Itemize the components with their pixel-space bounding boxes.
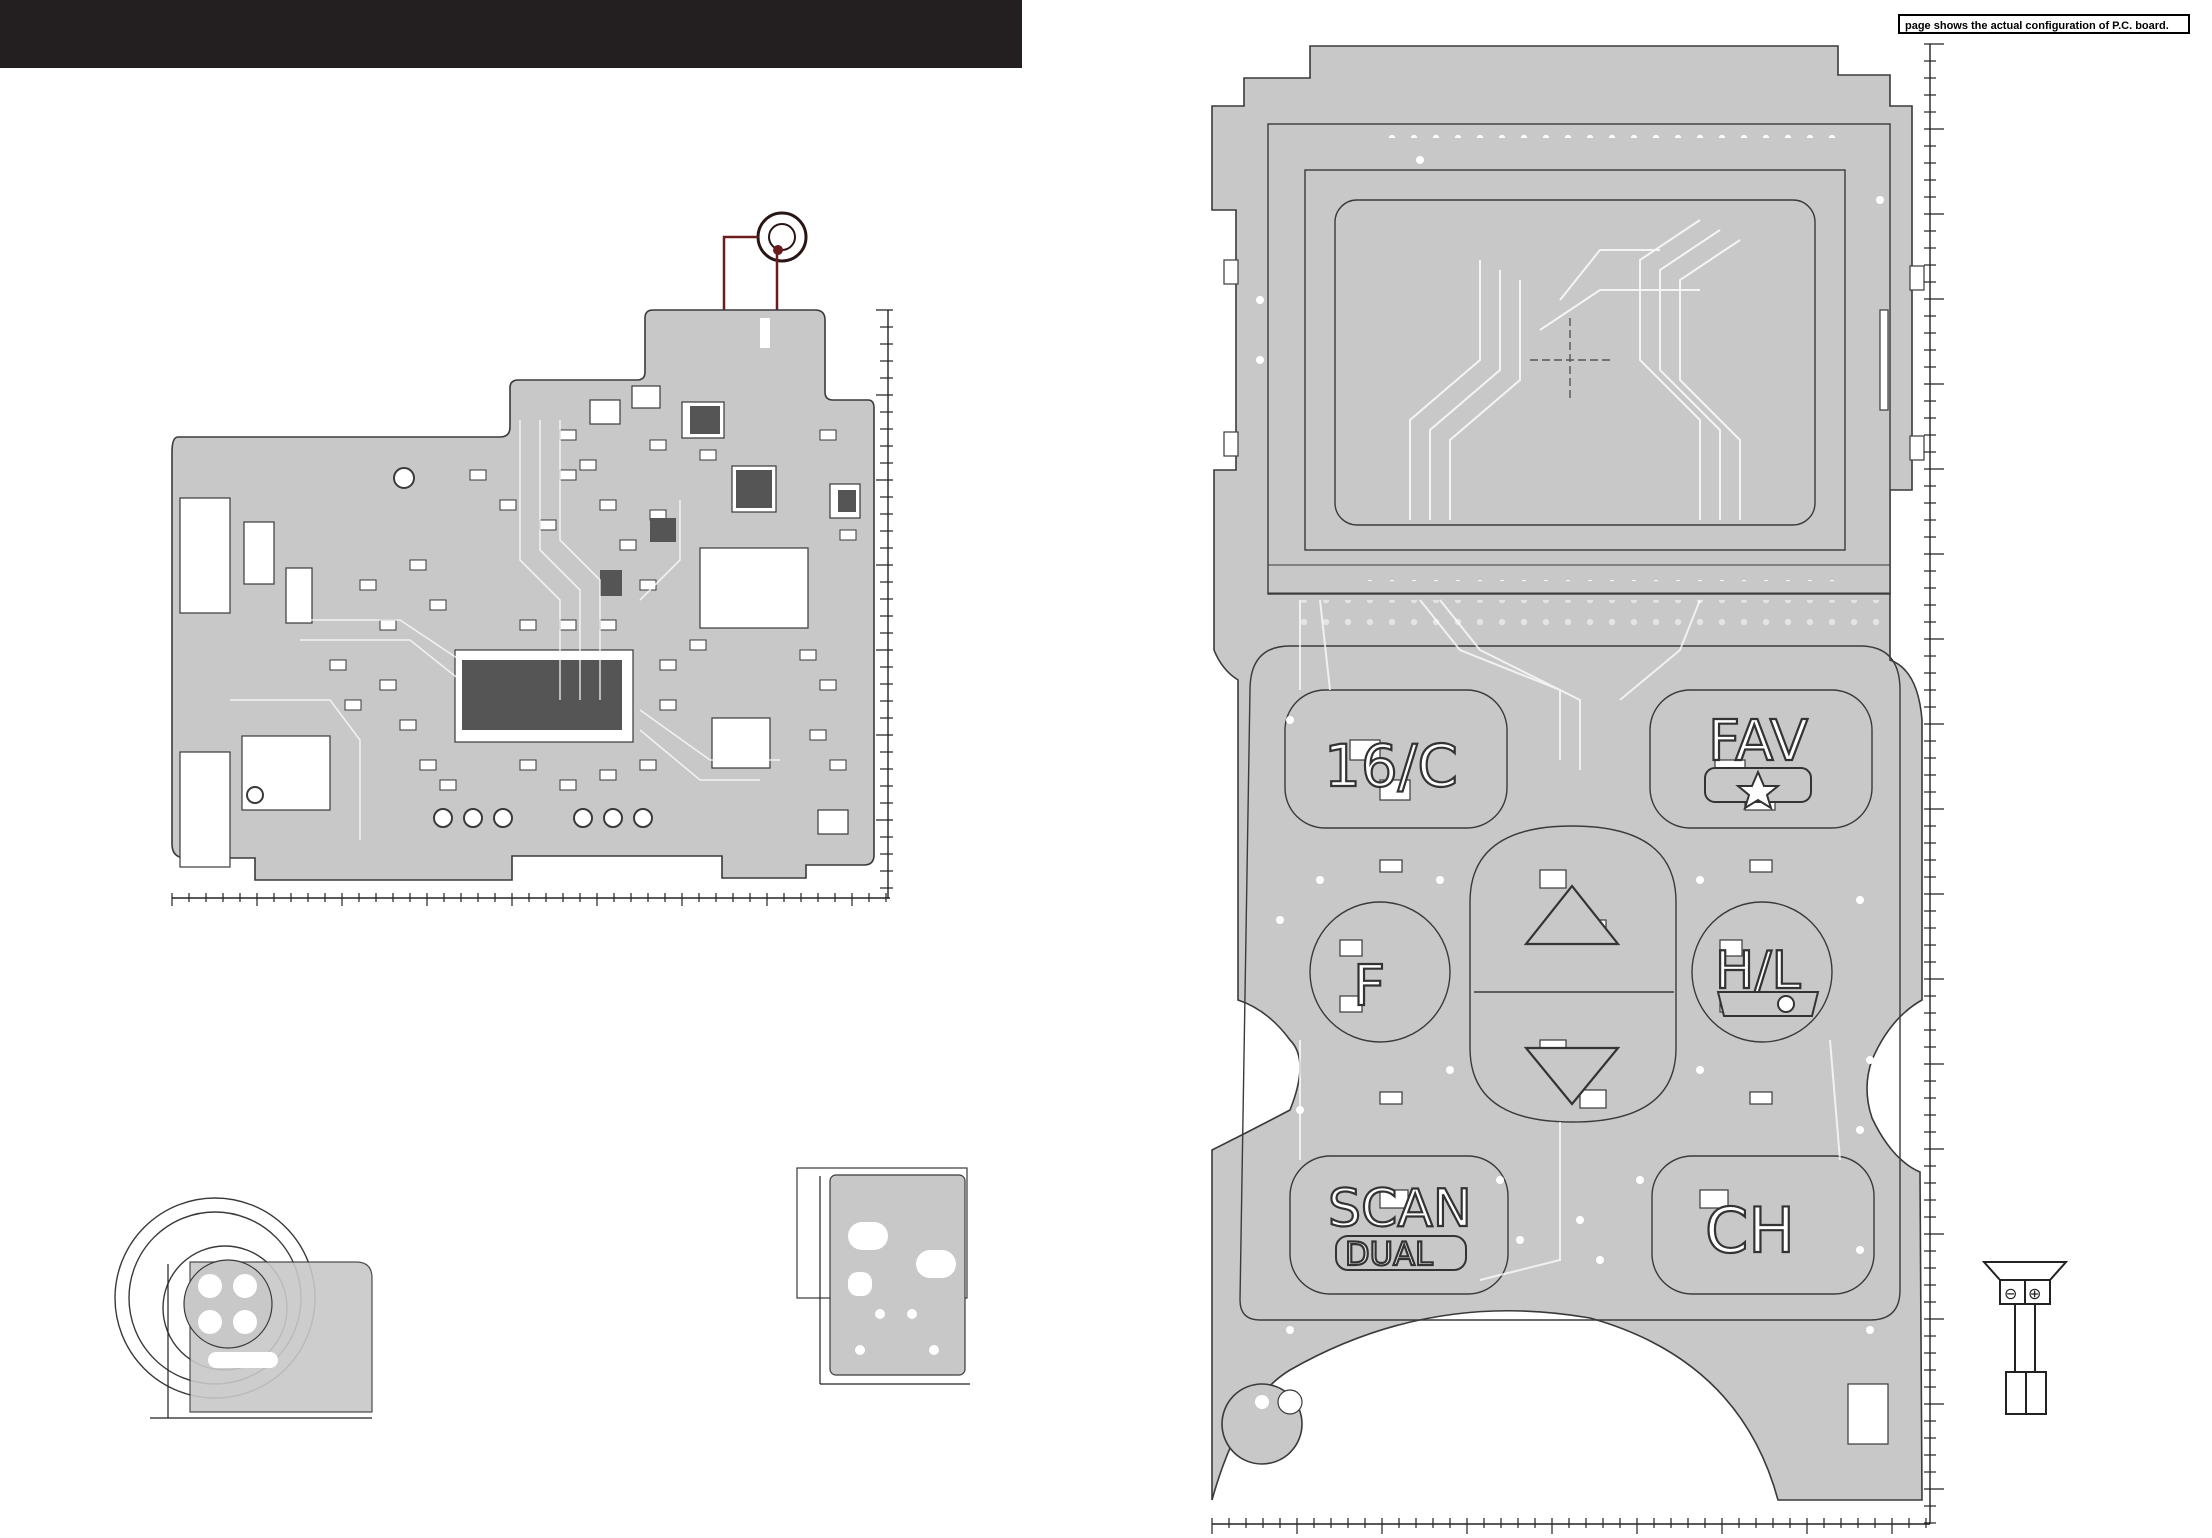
key-lock-icon bbox=[1716, 991, 1820, 1017]
key-f-label[interactable]: F bbox=[1352, 953, 1386, 1020]
keypad-board: 16/C FAV F H/L SCAN DUAL CH bbox=[1211, 43, 1944, 1534]
speaker-minus-symbol: ⊖ bbox=[2004, 1284, 2017, 1303]
key-scan-label[interactable]: SCAN bbox=[1327, 1178, 1473, 1240]
key-fav-label[interactable]: FAV bbox=[1707, 708, 1809, 775]
main-board bbox=[171, 211, 893, 906]
key-ch-label[interactable]: CH bbox=[1704, 1193, 1796, 1268]
board-note: page shows the actual configuration of P… bbox=[1898, 14, 2190, 34]
switch-component bbox=[796, 1167, 970, 1385]
triangle-up-icon[interactable] bbox=[1523, 884, 1621, 946]
speaker-plus-symbol: ⊕ bbox=[2028, 1284, 2041, 1303]
key-16-c-label[interactable]: 16/C bbox=[1323, 731, 1459, 801]
star-icon bbox=[1735, 769, 1781, 811]
triangle-down-icon[interactable] bbox=[1523, 1046, 1621, 1106]
dual-plate bbox=[1335, 1235, 1467, 1271]
jack-component bbox=[114, 1197, 373, 1419]
key-scan-sublabel[interactable]: DUAL bbox=[1344, 1234, 1434, 1274]
speaker-icon: ⊖ ⊕ bbox=[1981, 1261, 2069, 1415]
header-bar bbox=[0, 0, 1022, 68]
